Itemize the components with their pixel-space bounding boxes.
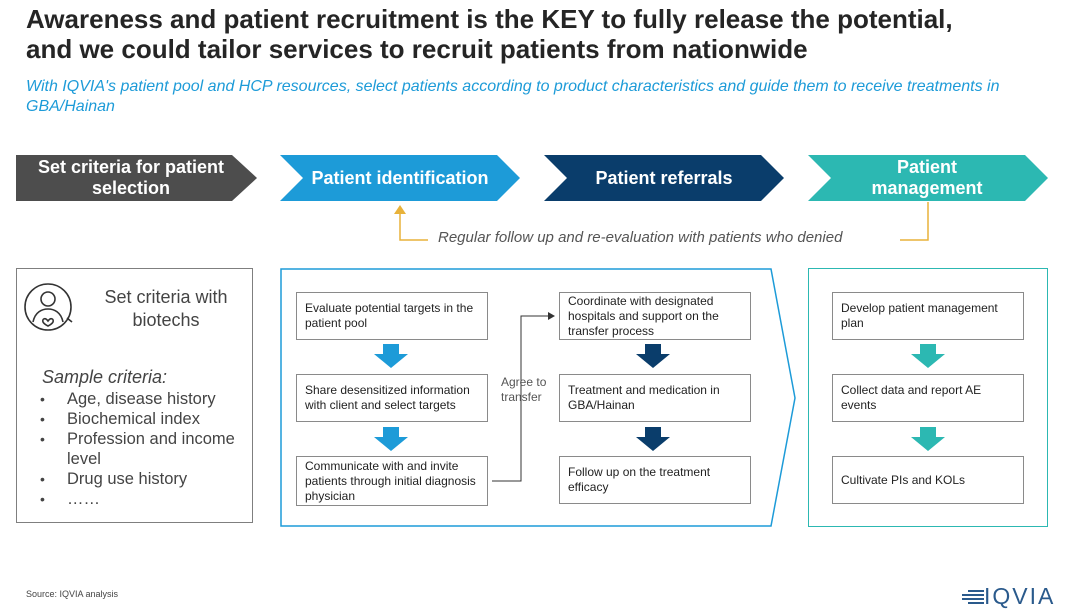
down-arrow-icon	[374, 427, 408, 451]
sample-criteria-title: Sample criteria:	[42, 367, 168, 387]
down-arrow-icon	[636, 344, 670, 368]
management-step: Cultivate PIs and KOLs	[832, 456, 1024, 504]
agree-to-transfer-label: Agree to transfer	[501, 375, 547, 404]
followup-loop-arrowhead	[394, 205, 406, 214]
iqvia-logo: IQVIA	[962, 583, 1055, 610]
source-note: Source: IQVIA analysis	[26, 589, 119, 599]
criteria-panel	[16, 268, 253, 523]
management-panel	[808, 268, 1048, 527]
down-arrow-icon	[636, 427, 670, 451]
step-label-patient-identification: Patient identification	[311, 167, 489, 188]
connector-arrowhead	[548, 312, 555, 320]
identification-step: Communicate with and invite patients thr…	[296, 456, 488, 506]
page-title-line-1: Awareness and patient recruitment is the…	[26, 4, 953, 34]
referral-step: Coordinate with designated hospitals and…	[559, 292, 751, 340]
page-title: Awareness and patient recruitment is the…	[26, 4, 1076, 64]
identification-step: Share desensitized information with clie…	[296, 374, 488, 422]
followup-loop-line-left	[399, 208, 428, 241]
logo-text: IQVIA	[984, 583, 1056, 609]
page-subtitle: With IQVIA's patient pool and HCP resour…	[26, 78, 1000, 115]
down-arrow-icon	[374, 344, 408, 368]
step-label-patient-referrals: Patient referrals	[595, 167, 733, 188]
page-title-line-2: and we could tailor services to recruit …	[26, 34, 808, 64]
sample-criteria-list: Age, disease history Biochemical index P…	[40, 389, 250, 509]
step-label-set-criteria: Set criteria for patient selection	[37, 157, 225, 198]
step-label-patient-management: Patient management	[871, 157, 983, 198]
referral-step: Follow up on the treatment efficacy	[559, 456, 751, 504]
criteria-item: Drug use history	[40, 469, 250, 489]
criteria-item: Profession and income level	[40, 429, 250, 469]
criteria-panel-title: Set criteria with biotechs	[104, 287, 228, 330]
management-step: Collect data and report AE events	[832, 374, 1024, 422]
criteria-item: Biochemical index	[40, 409, 250, 429]
followup-loop-line-right	[900, 202, 929, 241]
criteria-item: ……	[40, 489, 250, 509]
referral-step: Treatment and medication in GBA/Hainan	[559, 374, 751, 422]
followup-note: Regular follow up and re-evaluation with…	[438, 229, 843, 246]
logo-lines-icon	[962, 590, 984, 604]
criteria-item: Age, disease history	[40, 389, 250, 409]
identification-step: Evaluate potential targets in the patien…	[296, 292, 488, 340]
management-step: Develop patient management plan	[832, 292, 1024, 340]
